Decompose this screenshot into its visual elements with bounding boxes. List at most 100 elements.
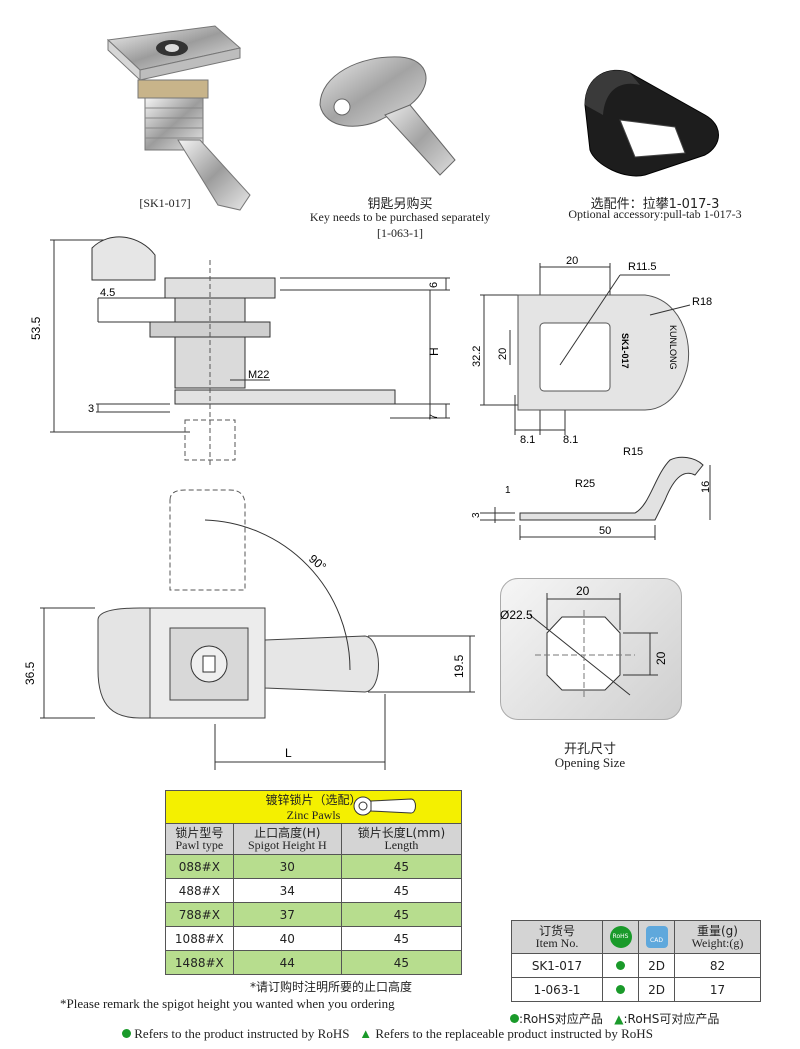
lock-code-caption: [SK1-017] (139, 196, 191, 210)
col-length-cn: 锁片长度L(mm) (357, 826, 446, 840)
spigot-cell: 34 (232, 878, 342, 903)
top-view-drawing: 90° 36.5 19.5 L (23, 489, 475, 770)
triangle-icon: ▲ (359, 1026, 373, 1041)
spigot-cell: 37 (232, 902, 342, 927)
spigot-cell: 30 (232, 854, 342, 879)
pawl-table-title-cn: 镀锌锁片（选配） (265, 793, 362, 807)
dim-flange: 3 (88, 403, 94, 415)
col-weight-en: Weight:(g) (691, 936, 744, 950)
spigot-cell: 44 (232, 950, 342, 975)
rohs-dot-icon (616, 984, 625, 994)
pawl-type-cell: 1088#X (165, 926, 234, 951)
dim-20-top: 20 (566, 255, 578, 267)
opening-size-drawing: 20 Ø22.5 20 (500, 584, 668, 700)
dim-l: L (285, 746, 292, 760)
dim-r25: R25 (575, 478, 595, 490)
rohs-dot-icon (122, 1029, 131, 1038)
rohs-dot-icon (616, 960, 625, 970)
key-title-cn: 钥匙另购买 (367, 197, 433, 212)
pawl-type-cell: 088#X (165, 854, 234, 879)
length-cell: 45 (340, 926, 463, 951)
col-item-cn: 订货号 (538, 924, 575, 938)
dim-81-b: 8.1 (563, 434, 578, 445)
footer-rohs-text: Refers to the product instructed by RoHS (134, 1026, 350, 1041)
dim-7: 7 (428, 414, 440, 420)
length-cell: 45 (340, 950, 463, 975)
opening-title-cn: 开孔尺寸 (563, 742, 616, 757)
angle-90: 90° (306, 552, 329, 575)
dim-16: 16 (700, 481, 712, 493)
accessory-title-cn: 选配件：拉攀1-017-3 (590, 197, 720, 212)
pawl-table-title-row: 镀锌锁片（选配） Zinc Pawls (165, 790, 462, 824)
cad-badge-icon: CAD (645, 926, 668, 948)
dim-h: H (427, 347, 441, 356)
col-pawl-type-en: Pawl type (175, 838, 224, 852)
item-cell: 1-063-1 (511, 977, 603, 1002)
dim-opening-dia: Ø22.5 (500, 608, 533, 622)
weight-cell: 82 (674, 953, 761, 978)
plate-code: SK1-017 (620, 333, 630, 369)
dim-total: 53.5 (30, 316, 43, 340)
pawl-note-en: *Please remark the spigot height you wan… (60, 996, 395, 1011)
item-cell: SK1-017 (511, 953, 603, 978)
side-view-drawing: 53.5 4.5 3 6 H 7 M22 (30, 236, 450, 465)
pawl-note-cn: *请订购时注明所要的止口高度 (250, 980, 413, 994)
pull-tab-profile-drawing: R15 R25 1 3 16 50 (471, 446, 712, 540)
rohs-legend-cn-2: :RoHS可对应产品 (623, 1012, 720, 1026)
pawl-icon (353, 796, 416, 816)
thread-label: M22 (248, 369, 269, 381)
cad-cell: 2D (638, 953, 675, 978)
pawl-type-cell: 488#X (165, 878, 234, 903)
key-code-caption: [1-063-1] (377, 226, 423, 240)
key-title-en: Key needs to be purchased separately (309, 210, 491, 224)
product-photo-pull-tab (565, 55, 735, 185)
rohs-dot-icon (510, 1014, 519, 1023)
col-length-en: Length (384, 838, 419, 852)
product-photo-lock (100, 20, 280, 220)
dim-opening-20-side: 20 (654, 651, 668, 665)
opening-title-en: Opening Size (554, 755, 626, 770)
product-photo-key (300, 45, 480, 185)
dim-365: 36.5 (23, 661, 37, 685)
dim-r15: R15 (623, 446, 643, 458)
table-row: 1-063-1 2D 17 (511, 977, 761, 1002)
col-spigot-cn: 止口高度(H) (254, 826, 321, 840)
dim-r115: R11.5 (628, 261, 657, 273)
dim-195: 19.5 (452, 654, 466, 678)
pawl-table-title-en: Zinc Pawls (286, 808, 341, 822)
triangle-icon: ▲ (614, 1012, 624, 1026)
weight-cell: 17 (674, 977, 761, 1002)
dim-50: 50 (599, 525, 611, 537)
footer-legend: Refers to the product instructed by RoHS… (122, 1026, 653, 1042)
rohs-legend-cn-1: :RoHS对应产品 (519, 1012, 603, 1026)
dim-1: 1 (505, 485, 511, 496)
cad-cell: 2D (638, 977, 675, 1002)
rohs-badge-icon: RoHS (609, 926, 632, 948)
dim-6: 6 (428, 282, 440, 288)
table-row: SK1-017 2D 82 (511, 953, 761, 978)
length-cell: 45 (340, 902, 463, 927)
spigot-cell: 40 (232, 926, 342, 951)
length-cell: 45 (340, 854, 463, 879)
col-weight-cn: 重量(g) (697, 924, 738, 938)
pawl-type-cell: 788#X (165, 902, 234, 927)
brand-mark: KUNLONG (668, 325, 678, 370)
col-spigot-en: Spigot Height H (247, 838, 327, 852)
dim-3: 3 (471, 512, 482, 518)
col-item-en: Item No. (535, 936, 579, 950)
length-cell: 45 (340, 878, 463, 903)
dim-81-a: 8.1 (520, 434, 535, 445)
footer-replaceable-text: Refers to the replaceable product instru… (375, 1026, 653, 1041)
dim-thread: 4.5 (100, 287, 115, 299)
dim-20-side: 20 (497, 348, 509, 360)
accessory-title-en: Optional accessory:pull-tab 1-017-3 (568, 207, 742, 221)
